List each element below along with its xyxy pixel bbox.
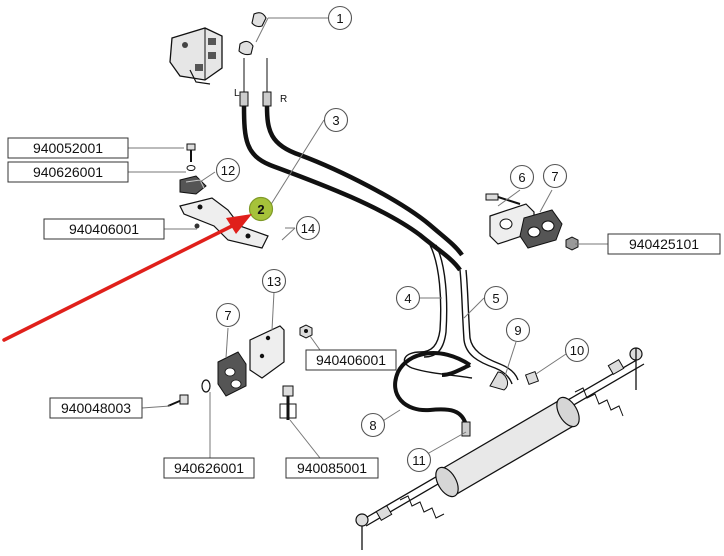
hose-pipes [239,58,519,385]
svg-text:940626001: 940626001 [174,460,244,476]
svg-text:5: 5 [492,291,499,306]
svg-text:2: 2 [257,202,264,217]
svg-text:12: 12 [221,163,235,178]
port-label-left: L [234,88,240,99]
callout-2-highlighted: 2 [248,196,274,222]
part-number-940425101: 940425101 [607,233,721,255]
red-pointer-arrow [2,214,252,342]
clamp-7-bottom [217,351,247,397]
svg-text:13: 13 [267,274,281,289]
svg-text:14: 14 [301,221,315,236]
steering-cylinder [355,347,645,550]
bolt-940085001 [279,385,297,420]
part-number-940085001: 940085001 [285,457,379,479]
bracket-2 [179,197,269,249]
elbow-fittings [238,12,267,56]
callout-5: 5 [483,285,509,311]
bolt-940048003 [167,394,189,407]
callout-14: 14 [295,215,321,241]
part-number-940626001-bottom: 940626001 [163,457,255,479]
steering-valve [169,27,223,85]
callout-1: 1 [327,5,353,31]
callout-12: 12 [215,157,241,183]
part-number-940052001: 940052001 [7,137,129,159]
svg-text:940085001: 940085001 [297,460,367,476]
hose-8 [393,351,472,437]
callout-8: 8 [360,412,386,438]
callout-9: 9 [505,317,531,343]
svg-text:3: 3 [332,113,339,128]
part-number-940406001-mid: 940406001 [305,349,397,371]
callout-6: 6 [509,164,535,190]
svg-text:940048003: 940048003 [61,400,131,416]
bolt-940052001 [186,143,196,162]
svg-text:940406001: 940406001 [69,221,139,237]
washer-top [186,165,196,171]
svg-text:940626001: 940626001 [33,164,103,180]
svg-text:7: 7 [551,169,558,184]
part-number-940626001-top: 940626001 [7,161,129,183]
nut-left [194,223,200,229]
fitting-10 [524,370,540,386]
leader-lines [128,119,610,459]
callout-10: 10 [564,337,590,363]
fitting-9 [489,371,508,391]
nut-mid [299,324,313,339]
callout-13: 13 [261,268,287,294]
washer-bottom [201,379,211,393]
bracket-13 [249,325,285,379]
clamp-set-right [485,193,579,251]
part-number-940048003: 940048003 [49,397,143,419]
callout-4: 4 [395,285,421,311]
svg-text:9: 9 [514,323,521,338]
svg-text:940425101: 940425101 [629,236,699,252]
callout-11: 11 [406,447,432,473]
svg-text:940052001: 940052001 [33,140,103,156]
svg-text:8: 8 [369,418,376,433]
svg-text:4: 4 [404,291,411,306]
svg-text:10: 10 [570,343,584,358]
part-number-940406001-left: 940406001 [43,218,165,240]
svg-text:940406001: 940406001 [316,352,386,368]
svg-text:1: 1 [336,11,343,26]
port-label-right: R [280,94,287,105]
clamp-12 [179,175,207,195]
callout-7-top: 7 [542,163,568,189]
svg-text:11: 11 [412,453,426,468]
svg-text:6: 6 [518,170,525,185]
callout-7-bottom: 7 [215,302,241,328]
callout-3: 3 [323,107,349,133]
svg-text:7: 7 [224,308,231,323]
